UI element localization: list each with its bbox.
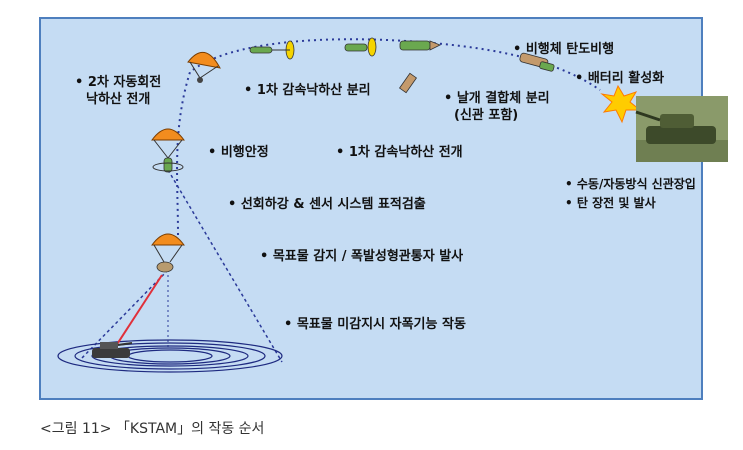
bullet: • <box>336 145 345 160</box>
label-text: 비행체 탄도비행 <box>525 42 615 57</box>
label-first-decel-separation: • 1차 감속낙하산 분리 <box>244 82 371 99</box>
explosion-icon <box>600 84 642 124</box>
label-text: 낙하산 전개 <box>86 92 151 107</box>
target-area-ellipses <box>57 339 283 373</box>
label-text: 날개 결합체 분리 <box>456 91 550 106</box>
diagram-panel <box>39 17 703 400</box>
label-loading-firing: • 탄 장전 및 발사 <box>565 195 656 212</box>
projectile-icon-2 <box>344 37 377 57</box>
label-text: 탄 장전 및 발사 <box>576 196 656 210</box>
label-flight-stabilization: • 비행안정 <box>208 144 269 161</box>
bullet: • <box>575 71 584 86</box>
bullet: • <box>513 42 522 57</box>
projectile-icon-4 <box>519 52 555 72</box>
label-text: 수동/자동방식 신관장입 <box>576 177 696 191</box>
parachute-autorotate-icon <box>187 52 221 83</box>
bullet: • <box>260 249 269 264</box>
bullet: • <box>208 145 217 160</box>
bullet: • <box>565 177 573 191</box>
projectile-icon-1 <box>249 40 295 60</box>
bullet: • <box>244 83 253 98</box>
launcher-tank-image <box>635 96 728 162</box>
label-text: 목표물 미감지시 자폭기능 작동 <box>296 317 466 332</box>
projectile-icon-3 <box>399 40 441 51</box>
label-text: 목표물 감지 / 폭발성형관통자 발사 <box>272 249 464 264</box>
bullet: • <box>565 196 573 210</box>
cone-line-right <box>167 169 283 363</box>
bullet: • <box>444 91 453 106</box>
label-text: 배터리 활성화 <box>587 71 665 86</box>
bullet: • <box>284 317 293 332</box>
separated-wing-assembly-icon <box>399 72 417 94</box>
label-fuze-setting: • 수동/자동방식 신관장입 <box>565 176 696 193</box>
label-text: 1차 감속낙하산 분리 <box>256 83 371 98</box>
parachute-spiral-descent-icon <box>151 233 185 273</box>
label-text: 2차 자동회전 <box>87 75 162 90</box>
label-shell-separation: • 날개 결합체 분리 (신관 포함) <box>444 90 550 124</box>
label-ballistic-flight: • 비행체 탄도비행 <box>513 41 614 58</box>
label-autorotate-parachute: • 2차 자동회전 낙하산 전개 <box>75 74 161 108</box>
label-text: 비행안정 <box>220 145 269 160</box>
label-text: 1차 감속낙하산 전개 <box>348 145 463 160</box>
label-battery-activation: • 배터리 활성화 <box>575 70 664 87</box>
figure-caption: <그림 11> 「KSTAM」의 작동 순서 <box>40 421 265 437</box>
efp-laser-beam <box>111 274 163 353</box>
label-text: 선회하강 & 센서 시스템 표적검출 <box>240 197 426 212</box>
label-target-detect: • 목표물 감지 / 폭발성형관통자 발사 <box>260 248 463 265</box>
ground-tank-icon <box>92 342 133 358</box>
label-first-decel-deploy: • 1차 감속낙하산 전개 <box>336 144 463 161</box>
bullet: • <box>75 75 84 90</box>
cone-line-left <box>79 269 169 361</box>
label-self-destruct: • 목표물 미감지시 자폭기능 작동 <box>284 316 466 333</box>
bullet: • <box>228 197 237 212</box>
label-spiral-descent: • 선회하강 & 센서 시스템 표적검출 <box>228 196 426 213</box>
parachute-stabilization-icon <box>151 128 185 173</box>
label-text: (신관 포함) <box>454 108 519 123</box>
